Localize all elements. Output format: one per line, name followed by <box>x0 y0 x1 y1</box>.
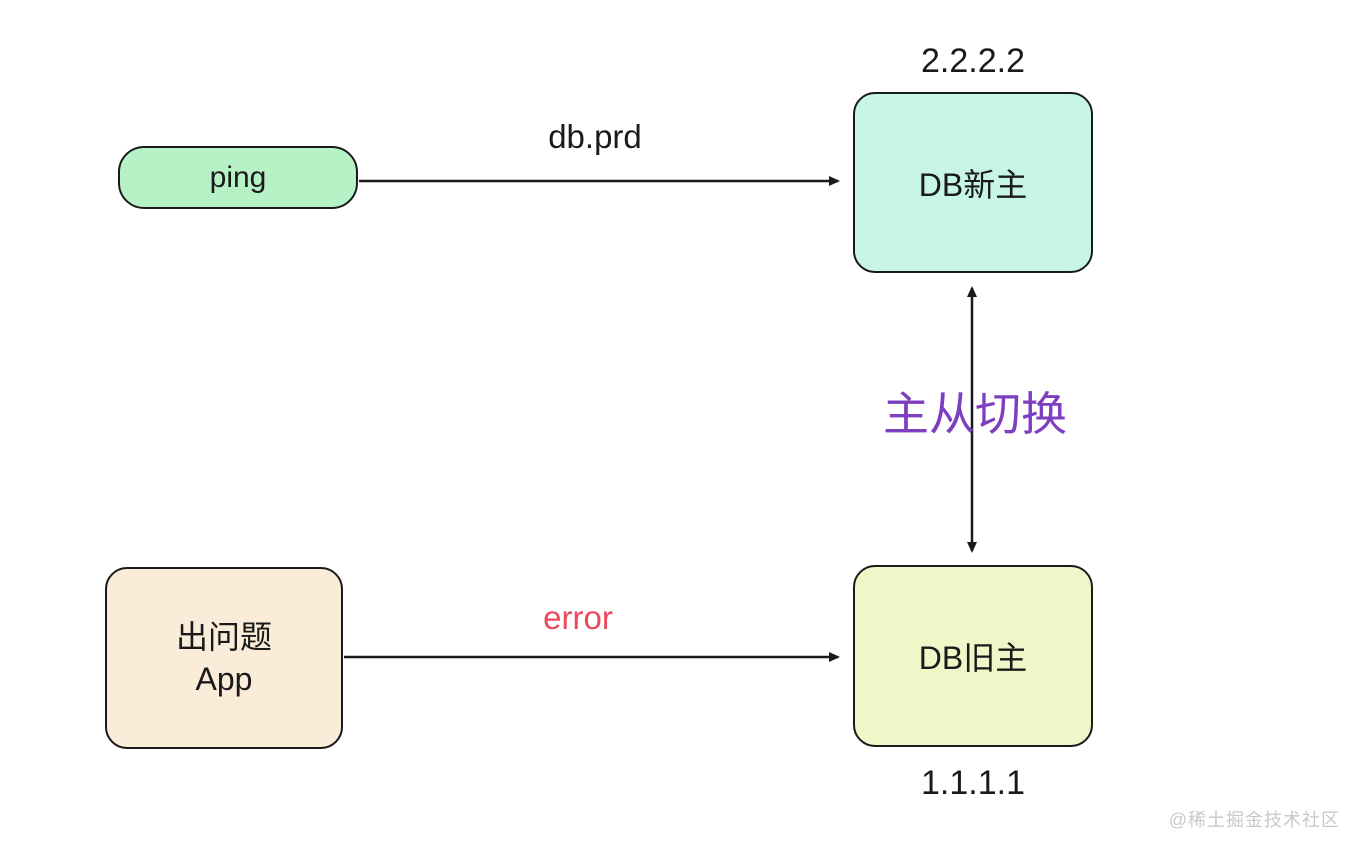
edge-label-error: error <box>543 599 613 636</box>
edge-label-master-slave-switch: 主从切换 <box>883 388 1067 440</box>
watermark: @稀土掘金技术社区 <box>1168 810 1340 830</box>
edge-label-dbprd: db.prd <box>548 118 642 155</box>
node-problem-app: 出问题 App <box>105 567 343 749</box>
node-db-old-master-label: DB旧主 <box>918 640 1028 676</box>
node-problem-app-label-line2: App <box>195 661 253 697</box>
node-db-old-master: DB旧主 <box>853 565 1093 747</box>
node-db-new-master: DB新主 <box>853 92 1093 273</box>
ip-label-db-old: 1.1.1.1 <box>921 764 1025 802</box>
node-db-new-master-label: DB新主 <box>918 166 1028 203</box>
node-ping-label: ping <box>209 160 267 194</box>
ip-label-db-new: 2.2.2.2 <box>921 42 1025 80</box>
node-problem-app-label-line1: 出问题 <box>175 618 272 655</box>
node-ping: ping <box>118 146 358 209</box>
